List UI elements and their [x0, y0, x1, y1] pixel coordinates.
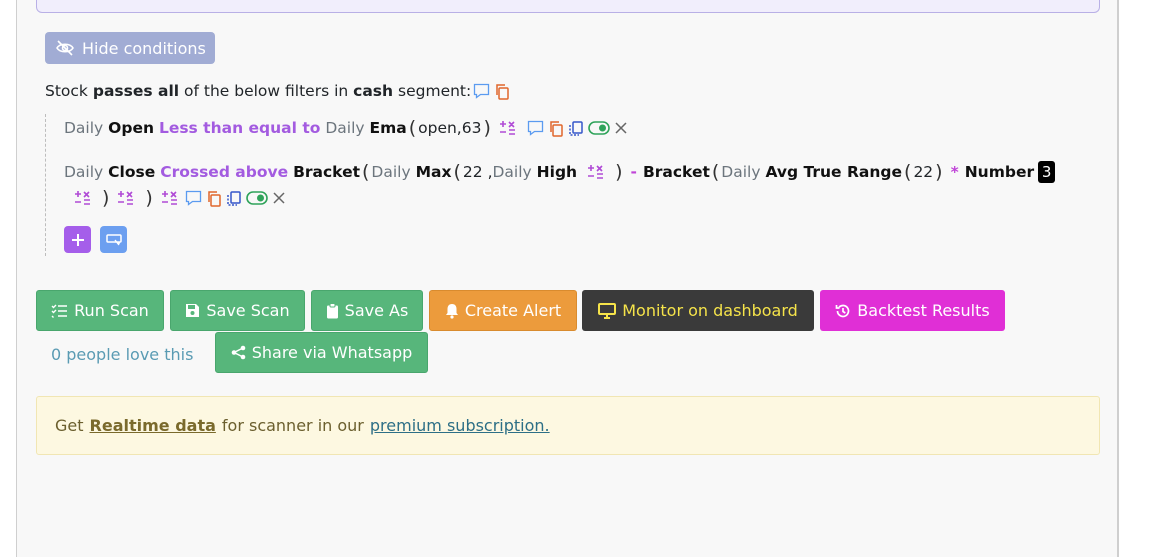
create-alert-label: Create Alert: [464, 301, 562, 320]
multiply-operator[interactable]: *: [950, 163, 959, 181]
intro-middle: of the below filters in: [184, 82, 349, 100]
condition-row-1: Daily Open Less than equal to Daily Ema …: [64, 116, 630, 140]
monitor-dashboard-label: Monitor on dashboard: [622, 301, 798, 320]
backtest-results-button[interactable]: Backtest Results: [820, 290, 1005, 331]
function-label[interactable]: Avg True Range: [765, 163, 903, 181]
scanner-panel: [16, 0, 1119, 557]
function-args[interactable]: open,63: [418, 119, 482, 137]
clipboard-icon: [326, 302, 338, 318]
close-paren: ): [102, 187, 110, 209]
close-paren: ): [615, 161, 623, 183]
open-paren: (: [408, 117, 417, 139]
function-label[interactable]: Max: [415, 163, 452, 181]
intro-suffix: segment:: [398, 82, 472, 100]
floppy-icon: [186, 304, 200, 317]
open-paren: (: [904, 161, 912, 183]
share-icon: [231, 345, 246, 360]
monitor-icon: [598, 302, 617, 319]
close-paren: ): [483, 117, 491, 139]
timeframe-label: Daily: [492, 163, 532, 181]
intro-segment: cash: [353, 82, 394, 100]
number-value[interactable]: 3: [1038, 161, 1056, 183]
premium-subscription-link[interactable]: premium subscription.: [369, 416, 550, 435]
intro-prefix: Stock: [45, 82, 88, 100]
timeframe-label: Daily: [371, 163, 411, 181]
function-label[interactable]: Ema: [369, 119, 407, 137]
hide-conditions-label: Hide conditions: [82, 38, 206, 58]
top-card: [36, 0, 1100, 13]
share-whatsapp-button[interactable]: Share via Whatsapp: [215, 332, 428, 373]
premium-notice: Get Realtime data for scanner in our pre…: [36, 396, 1100, 455]
history-icon: [835, 304, 850, 317]
copy-icon[interactable]: [494, 83, 510, 100]
share-whatsapp-label: Share via Whatsapp: [251, 343, 413, 362]
open-paren: (: [711, 161, 720, 183]
love-count[interactable]: 0 people love this: [51, 345, 194, 364]
realtime-data-link[interactable]: Realtime data: [89, 416, 216, 435]
field-label[interactable]: High: [536, 163, 578, 181]
save-scan-button[interactable]: Save Scan: [170, 290, 305, 331]
conditions-list: Daily Open Less than equal to Daily Ema …: [45, 114, 1105, 256]
close-paren: ): [935, 161, 943, 183]
field-label[interactable]: Close: [108, 163, 156, 181]
monitor-dashboard-button[interactable]: Monitor on dashboard: [582, 290, 814, 331]
open-paren: (: [453, 161, 461, 183]
comment-icon[interactable]: [473, 83, 490, 99]
hide-conditions-button[interactable]: Hide conditions: [45, 32, 215, 64]
list-check-icon: [51, 304, 68, 318]
close-icon[interactable]: [272, 191, 286, 205]
backtest-results-label: Backtest Results: [857, 301, 990, 320]
timeframe-label: Daily: [64, 163, 104, 181]
add-group-button[interactable]: [100, 226, 127, 253]
condition-row-2-continued: ) ): [72, 186, 288, 210]
operator-label[interactable]: Less than equal to: [158, 119, 321, 137]
eye-slash-icon: [56, 40, 74, 56]
timeframe-label: Daily: [64, 119, 104, 137]
close-icon[interactable]: [614, 121, 628, 135]
math-operator-icon[interactable]: [74, 190, 92, 206]
toggle-on-icon[interactable]: [588, 121, 610, 135]
notice-prefix: Get: [55, 416, 84, 435]
timeframe-label: Daily: [721, 163, 761, 181]
toggle-on-icon[interactable]: [246, 191, 268, 205]
create-alert-button[interactable]: Create Alert: [429, 290, 577, 331]
minus-operator[interactable]: -: [630, 163, 637, 181]
field-label[interactable]: Open: [108, 119, 154, 137]
math-operator-icon[interactable]: [499, 120, 517, 136]
comment-icon[interactable]: [527, 120, 544, 136]
copy-icon[interactable]: [206, 190, 222, 207]
plus-icon: [71, 233, 84, 246]
run-scan-button[interactable]: Run Scan: [36, 290, 164, 331]
bracket-label[interactable]: Bracket: [642, 163, 710, 181]
operator-label[interactable]: Crossed above: [160, 163, 289, 181]
save-as-label: Save As: [344, 301, 409, 320]
bracket-label[interactable]: Bracket: [293, 163, 360, 181]
math-operator-icon[interactable]: [587, 164, 605, 180]
function-args[interactable]: 22: [462, 163, 483, 181]
add-buttons: [64, 226, 127, 253]
duplicate-icon[interactable]: [226, 190, 242, 207]
run-scan-label: Run Scan: [74, 301, 149, 320]
bell-icon: [445, 303, 458, 319]
number-label[interactable]: Number: [964, 163, 1035, 181]
function-args[interactable]: 22: [913, 163, 934, 181]
condition-row-2: Daily Close Crossed above Bracket ( Dail…: [64, 160, 1056, 184]
group-icon: [105, 233, 122, 245]
duplicate-icon[interactable]: [568, 120, 584, 137]
intro-passes-all: passes all: [92, 82, 180, 100]
add-condition-button[interactable]: [64, 226, 91, 253]
math-operator-icon[interactable]: [117, 190, 135, 206]
open-paren: (: [362, 161, 370, 183]
save-scan-label: Save Scan: [206, 301, 290, 320]
timeframe-label: Daily: [325, 119, 365, 137]
save-as-button[interactable]: Save As: [311, 290, 423, 331]
math-operator-icon[interactable]: [161, 190, 179, 206]
comment-icon[interactable]: [185, 190, 202, 206]
filter-intro: Stock passes all of the below filters in…: [45, 80, 512, 102]
copy-icon[interactable]: [548, 120, 564, 137]
notice-middle: for scanner in our: [221, 416, 364, 435]
close-paren: ): [145, 187, 153, 209]
